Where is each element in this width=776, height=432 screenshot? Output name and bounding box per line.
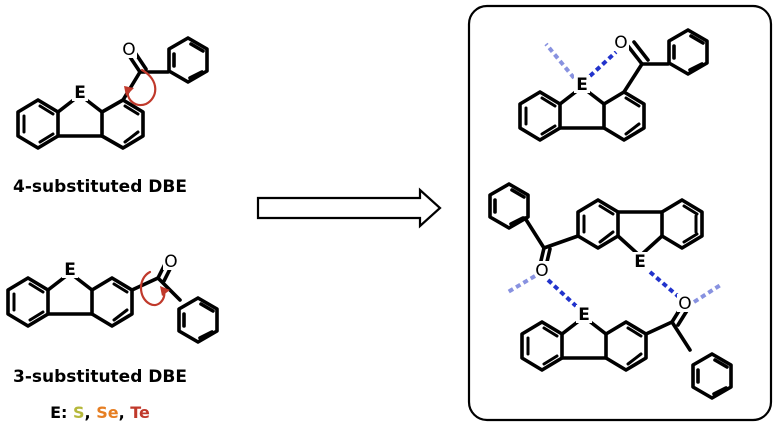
atom-e: E <box>578 305 590 325</box>
atom-o: O <box>678 294 691 314</box>
rotation-arrow-icon <box>124 68 157 107</box>
atom-e: E <box>64 260 76 280</box>
legend-separator: , <box>119 403 131 422</box>
molecule-3-substituted-dbe: E O <box>6 252 219 344</box>
caption-3-substituted: 3-substituted DBE <box>13 367 187 387</box>
element-legend: E: S, Se, Te <box>50 403 150 422</box>
atom-o: O <box>164 252 177 272</box>
legend-element-se: Se <box>96 403 119 422</box>
chalcogen-bond-line <box>546 278 578 308</box>
reaction-arrow-icon <box>256 187 442 229</box>
sigma-hole-line <box>692 282 724 304</box>
molecule-4-substituted-dbe: E O <box>16 36 209 150</box>
legend-element-te: Te <box>130 403 150 422</box>
legend-separator: , <box>85 403 97 422</box>
legend-element-s: S <box>73 403 85 422</box>
rotation-arrow-icon <box>139 270 170 307</box>
chalcogen-bond-line <box>648 270 682 300</box>
atom-o: O <box>122 40 135 60</box>
atom-e: E <box>576 75 588 95</box>
chalcogen-bond-line <box>588 50 618 78</box>
sigma-hole-line <box>506 274 537 294</box>
atom-e: E <box>634 252 646 272</box>
molecule-intramolecular: E O <box>518 28 709 142</box>
sigma-hole-line <box>544 42 576 80</box>
legend-prefix: E: <box>50 403 73 422</box>
molecule-dimer-lower: E O <box>520 294 733 400</box>
molecule-dimer-upper: E O <box>488 182 704 281</box>
atom-o: O <box>614 33 627 53</box>
atom-o: O <box>535 261 548 281</box>
caption-4-substituted: 4-substituted DBE <box>13 177 187 197</box>
atom-e: E <box>74 83 86 103</box>
